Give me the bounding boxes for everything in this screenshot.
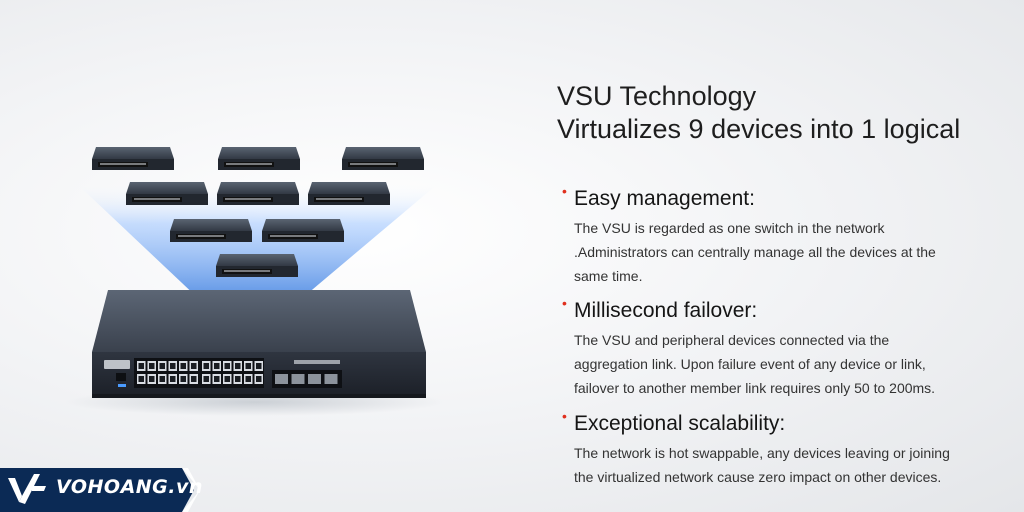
small-switch (262, 219, 344, 242)
small-switch (308, 182, 390, 205)
rj45-port-socket (191, 376, 197, 382)
rj45-port-socket (180, 376, 186, 382)
rj45-port-socket (149, 376, 155, 382)
feature-description: The VSU and peripheral devices connected… (574, 332, 936, 396)
bullet-icon: • (562, 295, 567, 311)
sfp-port (275, 374, 288, 384)
heading: VSU Technology Virtualizes 9 devices int… (557, 80, 997, 146)
feature-millisecond-failover: • Millisecond failover: The VSU and peri… (562, 295, 1012, 400)
logo-text: VOHOANG.vn (56, 476, 203, 498)
rj45-port-socket (159, 376, 165, 382)
rj45-port-socket (214, 376, 220, 382)
small-switch (170, 219, 252, 242)
heading-title: VSU Technology (557, 81, 757, 111)
heading-subtitle: Virtualizes 9 devices into 1 logical (557, 114, 961, 144)
logical-switch (92, 290, 426, 398)
rj45-port-socket (256, 363, 262, 369)
feature-description: The network is hot swappable, any device… (574, 445, 950, 485)
sfp-port-block (275, 374, 338, 384)
rj45-port-socket (170, 376, 176, 382)
rj45-port-socket (224, 363, 230, 369)
small-switch (342, 147, 424, 170)
rj45-port-socket (224, 376, 230, 382)
feature-title: Millisecond failover: (574, 299, 758, 322)
small-switch (218, 147, 300, 170)
rj45-port-socket (203, 363, 209, 369)
feature-title: Easy management: (574, 187, 755, 210)
rj45-port-block (137, 361, 263, 384)
vsu-illustration (65, 147, 445, 416)
sfp-port (308, 374, 321, 384)
rj45-port-socket (170, 363, 176, 369)
rj45-port-socket (203, 376, 209, 382)
bullet-icon: • (562, 408, 567, 424)
rj45-port-socket (245, 376, 251, 382)
rj45-port-socket (235, 376, 241, 382)
feature-exceptional-scalability: • Exceptional scalability: The network i… (562, 408, 1012, 489)
small-switch (126, 182, 208, 205)
rj45-port-socket (235, 363, 241, 369)
feature-easy-management: • Easy management: The VSU is regarded a… (562, 183, 1012, 288)
rj45-port-socket (214, 363, 220, 369)
sfp-port (291, 374, 305, 384)
rj45-port-socket (138, 363, 144, 369)
feature-description: The VSU is regarded as one switch in the… (574, 220, 936, 284)
vohoang-logo-icon (8, 474, 46, 504)
feature-title: Exceptional scalability: (574, 412, 786, 435)
rj45-port-socket (149, 363, 155, 369)
logo-background (0, 468, 200, 512)
small-switch (217, 182, 299, 205)
rj45-port-socket (180, 363, 186, 369)
logo-badge (0, 468, 200, 512)
rj45-port-socket (245, 363, 251, 369)
sfp-port (324, 374, 338, 384)
vsu-diagram (65, 147, 445, 416)
small-switch (216, 254, 298, 277)
bullet-icon: • (562, 183, 567, 199)
rj45-port-socket (256, 376, 262, 382)
small-switch (92, 147, 174, 170)
rj45-port-socket (138, 376, 144, 382)
light-beam (75, 182, 440, 300)
rj45-port-socket (159, 363, 165, 369)
rj45-port-socket (191, 363, 197, 369)
